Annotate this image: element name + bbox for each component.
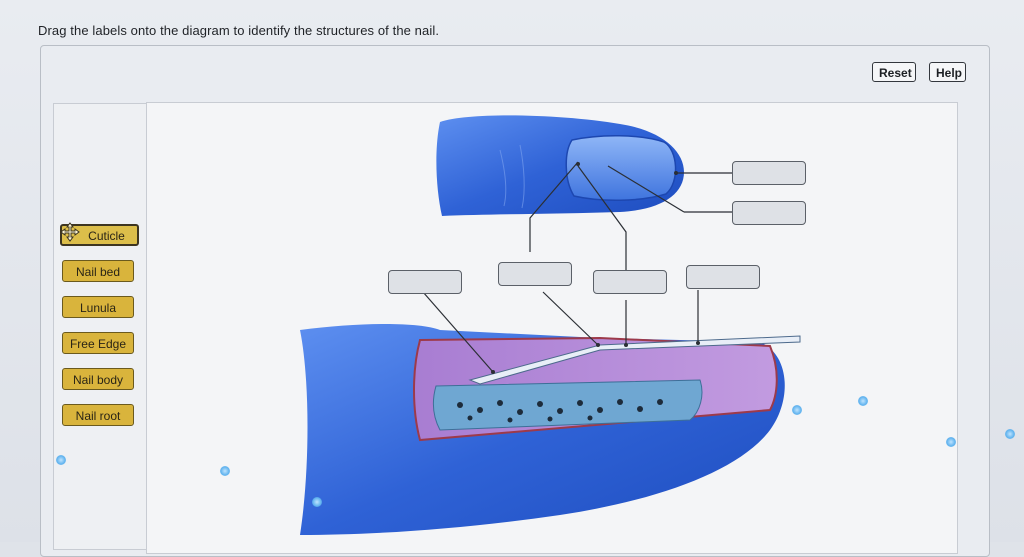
glare-dot [312, 497, 322, 507]
drop-target-1[interactable] [732, 161, 806, 185]
glare-dot [858, 396, 868, 406]
glare-dot [792, 405, 802, 415]
drop-target-6[interactable] [686, 265, 760, 289]
reset-button[interactable]: Reset [872, 62, 916, 82]
label-bank [53, 103, 147, 550]
move-icon [60, 222, 80, 242]
drop-target-4[interactable] [498, 262, 572, 286]
help-button[interactable]: Help [929, 62, 966, 82]
drop-target-3[interactable] [388, 270, 462, 294]
label-free-edge[interactable]: Free Edge [62, 332, 134, 354]
glare-dot [220, 466, 230, 476]
label-text: Cuticle [88, 229, 125, 243]
drop-target-5[interactable] [593, 270, 667, 294]
glare-dot [946, 437, 956, 447]
label-text: Free Edge [69, 337, 127, 351]
label-nail-root[interactable]: Nail root [62, 404, 134, 426]
label-text: Nail bed [75, 265, 121, 279]
label-text: Nail root [75, 409, 121, 423]
diagram-area [146, 102, 958, 554]
label-cuticle[interactable]: Cuticle [60, 222, 139, 246]
drop-target-2[interactable] [732, 201, 806, 225]
glare-dot [1005, 429, 1015, 439]
instructions-text: Drag the labels onto the diagram to iden… [38, 23, 440, 38]
glare-dot [56, 455, 66, 465]
label-nail-bed[interactable]: Nail bed [62, 260, 134, 282]
label-text: Nail body [72, 373, 124, 387]
label-lunula[interactable]: Lunula [62, 296, 134, 318]
label-nail-body[interactable]: Nail body [62, 368, 134, 390]
label-text: Lunula [79, 301, 117, 315]
